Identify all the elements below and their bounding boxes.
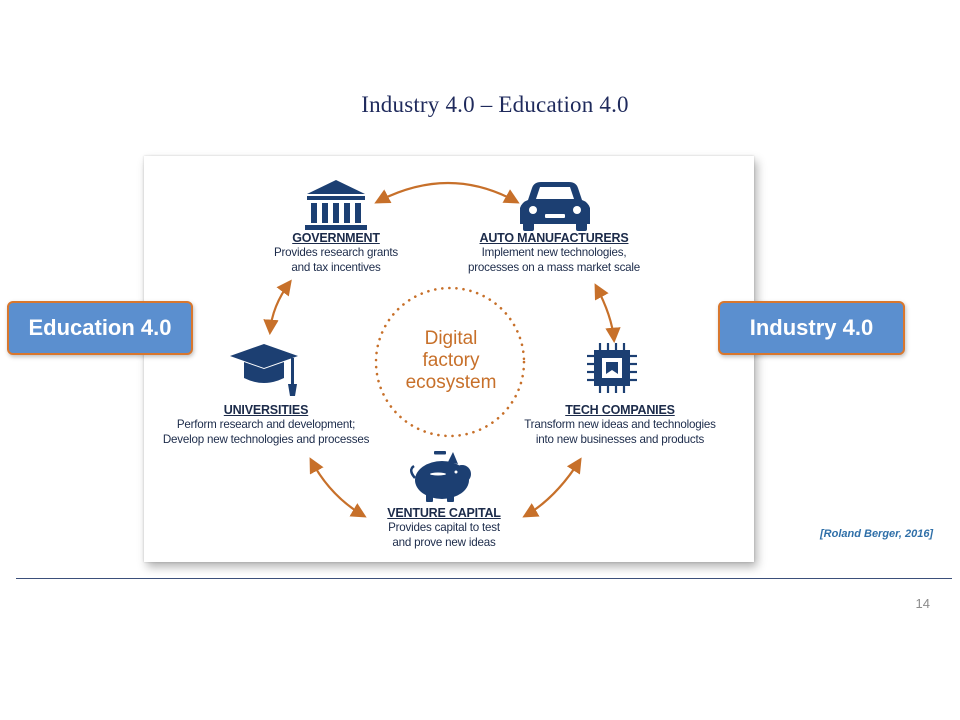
microchip-icon xyxy=(587,343,637,393)
arrow-auto-tech xyxy=(594,283,621,344)
node-universities-desc-2: Develop new technologies and processes xyxy=(162,433,370,446)
node-government-desc-1: Provides research grants xyxy=(273,246,399,259)
center-label: Digital factory ecosystem xyxy=(376,328,526,394)
node-universities-name: UNIVERSITIES xyxy=(223,403,309,417)
node-tech-name: TECH COMPANIES xyxy=(565,403,675,417)
arrow-government-auto xyxy=(374,182,520,204)
node-auto-manufacturers: AUTO MANUFACTURERS Implement new technol… xyxy=(444,231,664,275)
node-auto-desc-1: Implement new technologies, xyxy=(481,246,627,259)
bank-building-icon xyxy=(305,180,367,230)
citation: [Roland Berger, 2016] xyxy=(820,528,934,540)
arrow-tech-venture xyxy=(522,457,582,518)
node-universities: UNIVERSITIES Perform research and develo… xyxy=(148,403,384,447)
slide-title: Industry 4.0 – Education 4.0 xyxy=(361,92,629,117)
node-tech-desc-1: Transform new ideas and technologies xyxy=(524,418,716,431)
piggy-bank-icon xyxy=(410,451,471,502)
node-government-name: GOVERNMENT xyxy=(292,231,380,245)
node-venture-desc-2: and prove new ideas xyxy=(392,536,496,549)
node-venture-capital: VENTURE CAPITAL Provides capital to test… xyxy=(354,506,534,550)
ecosystem-diagram-panel: Digital factory ecosystem GOVERNMENT Pro… xyxy=(144,156,754,562)
node-venture-desc-1: Provides capital to test xyxy=(388,521,500,534)
car-icon xyxy=(520,182,590,231)
footer-divider xyxy=(16,578,952,579)
arrow-universities-government xyxy=(263,279,292,336)
ecosystem-diagram xyxy=(230,180,637,518)
education-4-tag: Education 4.0 xyxy=(7,301,193,355)
node-government-desc-2: and tax incentives xyxy=(291,261,381,274)
center-label-line-2: factory xyxy=(422,350,480,371)
arrow-venture-universities xyxy=(309,457,367,518)
center-label-line-1: Digital xyxy=(424,328,478,349)
node-auto-name: AUTO MANUFACTURERS xyxy=(479,231,629,245)
node-venture-name: VENTURE CAPITAL xyxy=(387,506,501,520)
graduation-cap-icon xyxy=(230,344,298,396)
node-tech-companies: TECH COMPANIES Transform new ideas and t… xyxy=(500,403,740,447)
node-government: GOVERNMENT Provides research grants and … xyxy=(236,231,436,275)
node-tech-desc-2: into new businesses and products xyxy=(535,433,705,446)
page-number: 14 xyxy=(915,596,930,611)
node-universities-desc-1: Perform research and development; xyxy=(176,418,356,431)
industry-4-tag: Industry 4.0 xyxy=(718,301,905,355)
node-auto-desc-2: processes on a mass market scale xyxy=(467,261,641,274)
center-dotted-circle xyxy=(374,286,526,438)
center-label-line-3: ecosystem xyxy=(405,372,497,393)
